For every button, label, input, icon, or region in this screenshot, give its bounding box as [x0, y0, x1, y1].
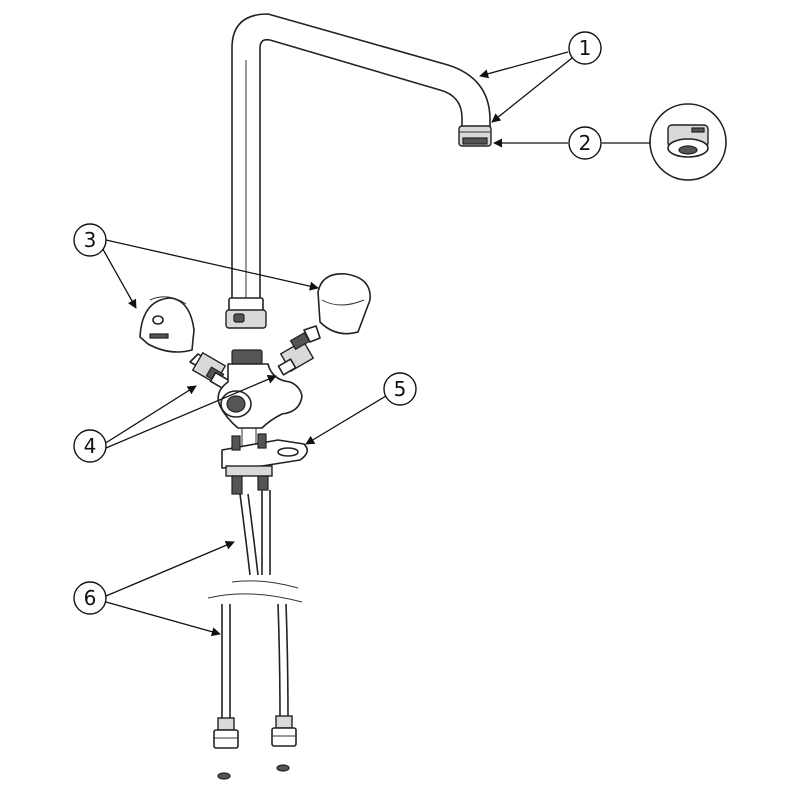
callout-1: 1: [568, 31, 602, 65]
left-handle: [139, 296, 195, 353]
callout-5-label: 5: [394, 377, 407, 401]
callout-6-label: 6: [84, 586, 97, 610]
callout-4: 4: [73, 429, 107, 463]
right-handle: [317, 273, 371, 335]
right-cartridge: [277, 325, 321, 376]
callout-3-label: 3: [84, 228, 97, 252]
mounting-plate: [221, 433, 308, 495]
spout-tube: [231, 13, 491, 301]
callout-6: 6: [73, 581, 107, 615]
callout-5: 5: [383, 372, 417, 406]
callout-2: 2: [568, 126, 602, 160]
callout-1-label: 1: [579, 36, 592, 60]
leader-lines: [99, 51, 650, 637]
aerator-detail-circle: [649, 103, 727, 181]
left-cartridge: [189, 351, 231, 391]
hose-nut-left: [213, 717, 239, 780]
hose-nut-right: [271, 715, 297, 772]
faucet-body: [217, 349, 303, 446]
spout-base-fitting: [225, 297, 267, 329]
spout-nozzle-ring: [458, 125, 492, 147]
supply-hoses: [207, 490, 303, 721]
callout-3: 3: [73, 223, 107, 257]
callout-4-label: 4: [84, 434, 97, 458]
callout-2-label: 2: [579, 131, 592, 155]
